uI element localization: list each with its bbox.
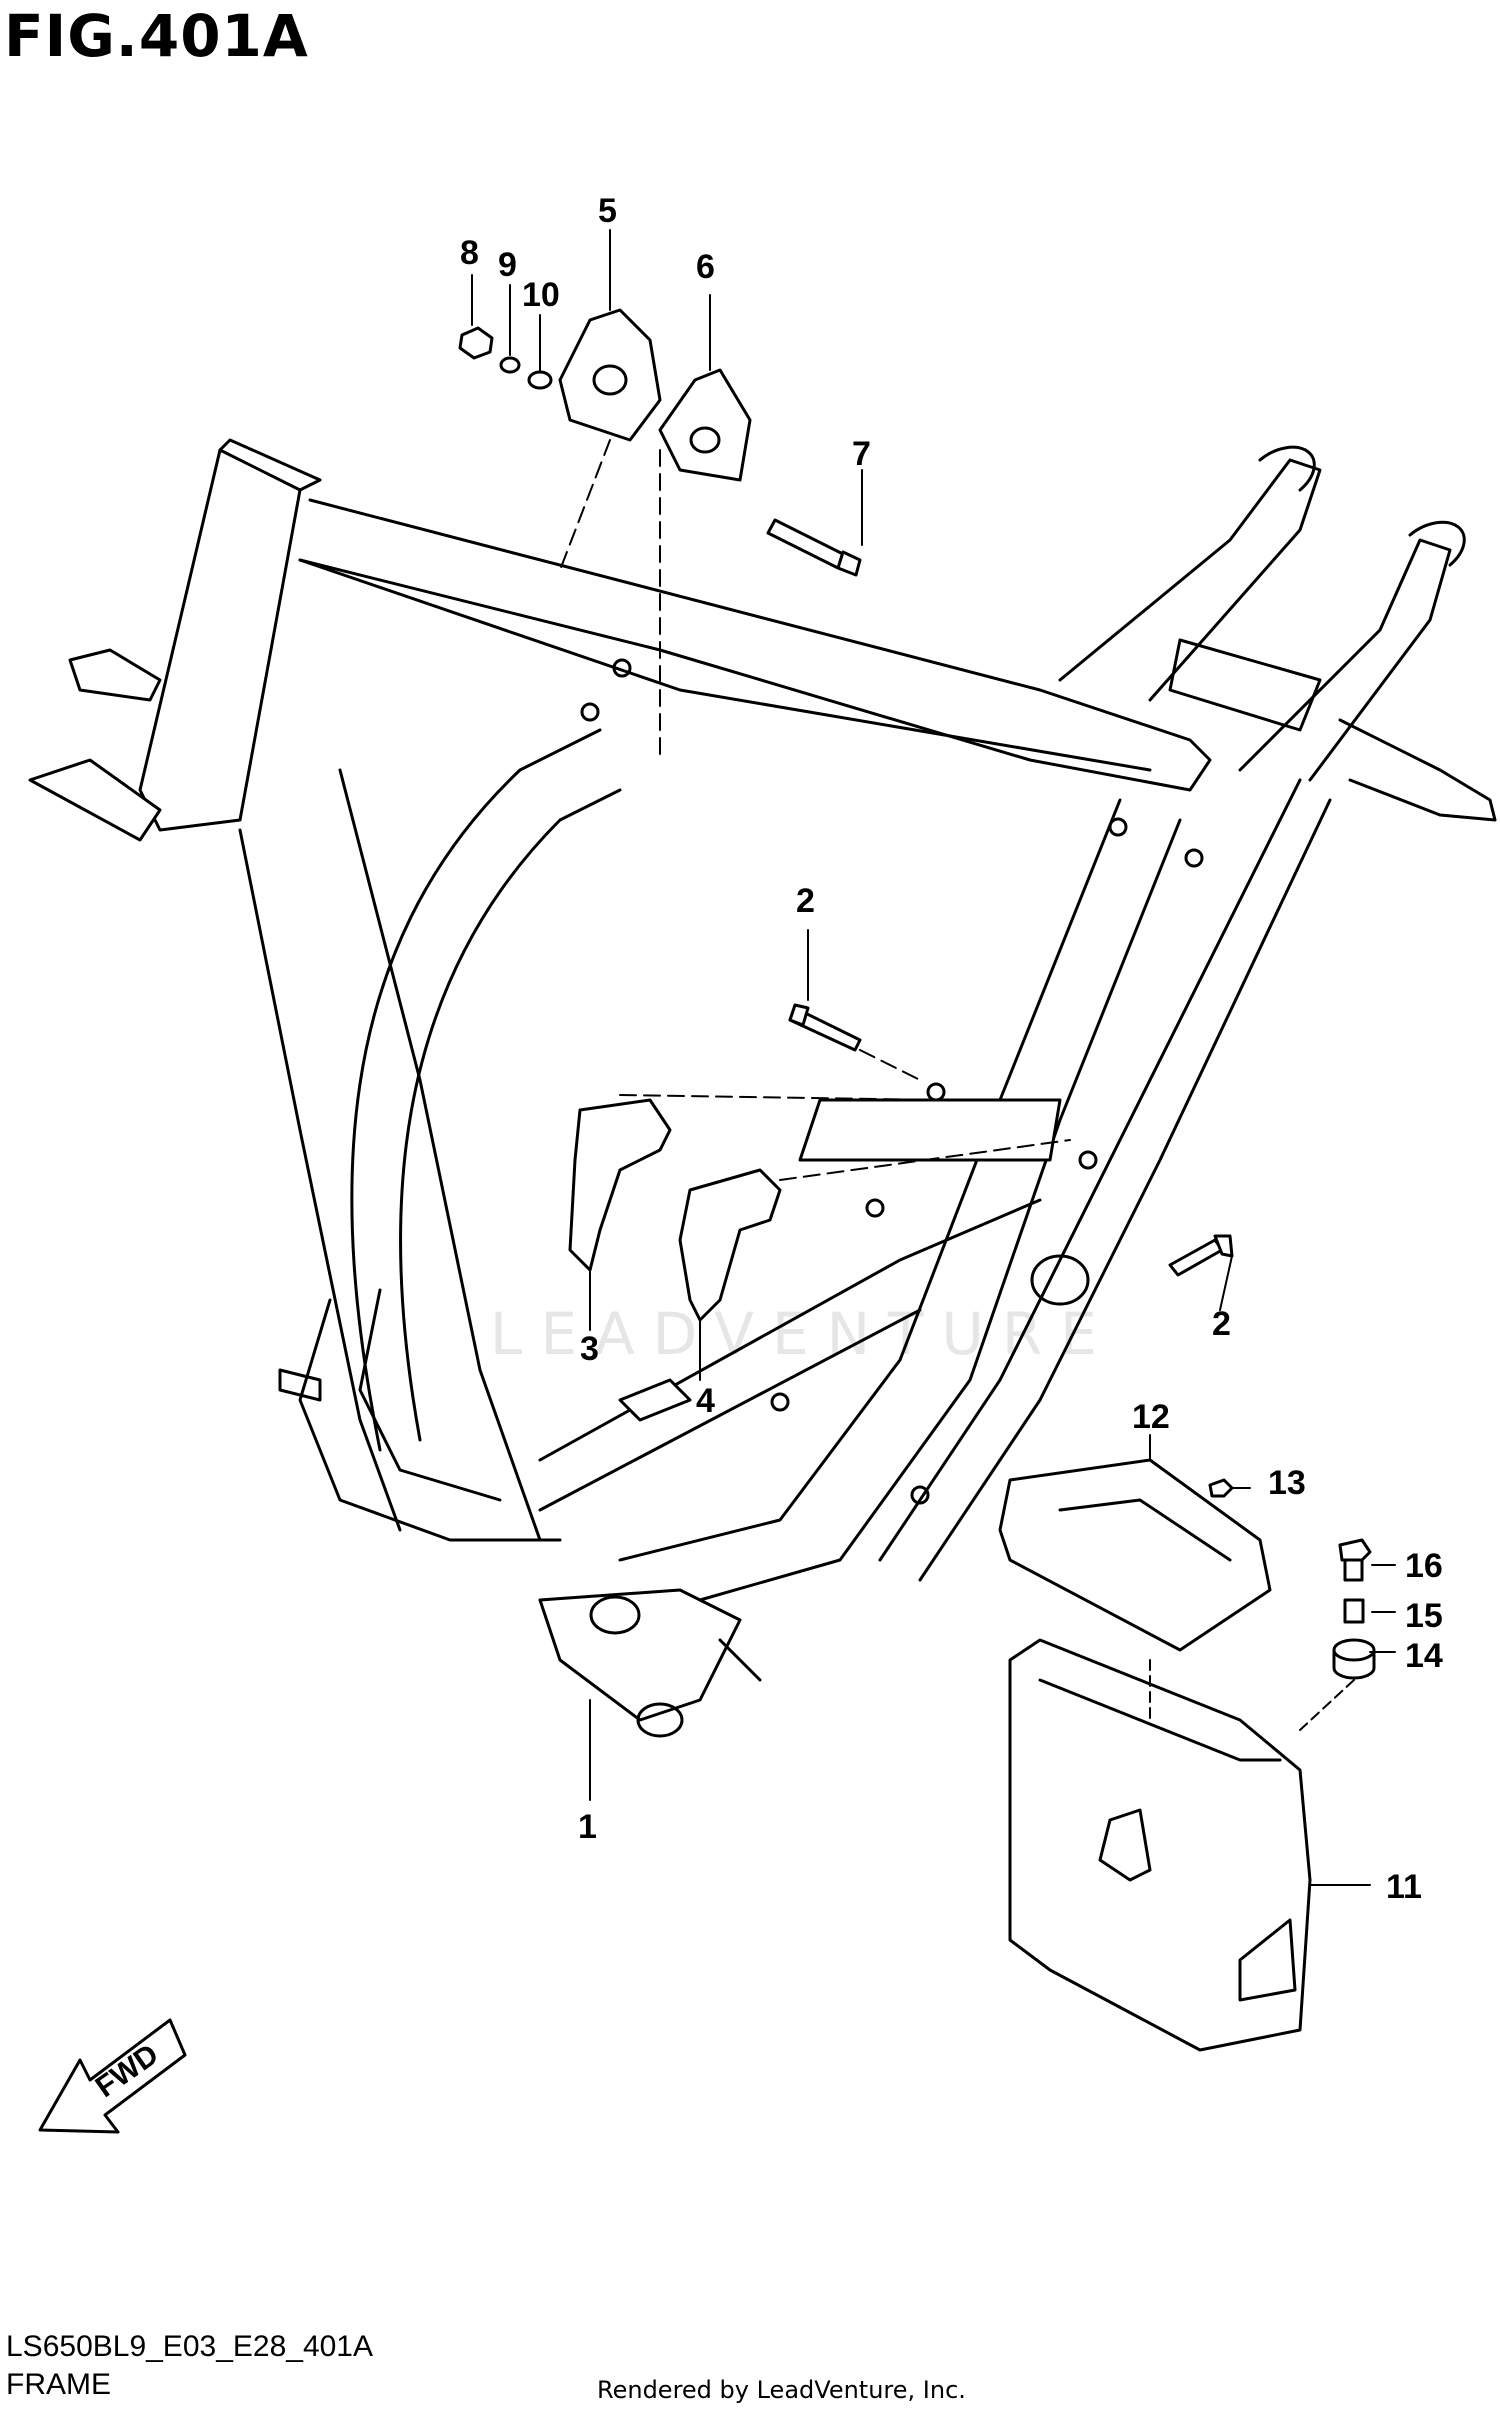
brackets-upper (458, 308, 862, 577)
callout-10: 10 (522, 276, 560, 314)
callout-3: 3 (580, 1330, 599, 1368)
frame-body (28, 438, 1497, 1738)
battery-box (998, 1458, 1376, 2052)
callout-8: 8 (460, 234, 479, 272)
callout-12: 12 (1132, 1398, 1170, 1436)
callout-15: 15 (1405, 1597, 1443, 1635)
callout-14: 14 (1405, 1637, 1443, 1675)
callout-4: 4 (696, 1382, 715, 1420)
leader-lines (471, 229, 1396, 1886)
watermark-text: LEADVENTURE (490, 1300, 1115, 1368)
fwd-arrow-icon: FWD (38, 2018, 187, 2134)
callout-6: 6 (696, 248, 715, 286)
callout-2-upper: 2 (796, 882, 815, 920)
callout-11: 11 (1386, 1868, 1422, 1906)
section-name: FRAME (6, 2368, 111, 2401)
callout-1: 1 (578, 1808, 597, 1846)
callout-2-lower: 2 (1212, 1305, 1231, 1343)
diagram-code: LS650BL9_E03_E28_401A (6, 2330, 374, 2363)
callout-5: 5 (598, 192, 617, 230)
callout-7: 7 (852, 435, 871, 473)
brackets-lower (568, 1003, 1234, 1422)
figure-title: FIG.401A (4, 2, 309, 70)
callout-9: 9 (498, 246, 517, 284)
callout-16: 16 (1405, 1547, 1443, 1585)
callout-13: 13 (1268, 1464, 1306, 1502)
rendered-by-credit: Rendered by LeadVenture, Inc. (597, 2376, 966, 2404)
